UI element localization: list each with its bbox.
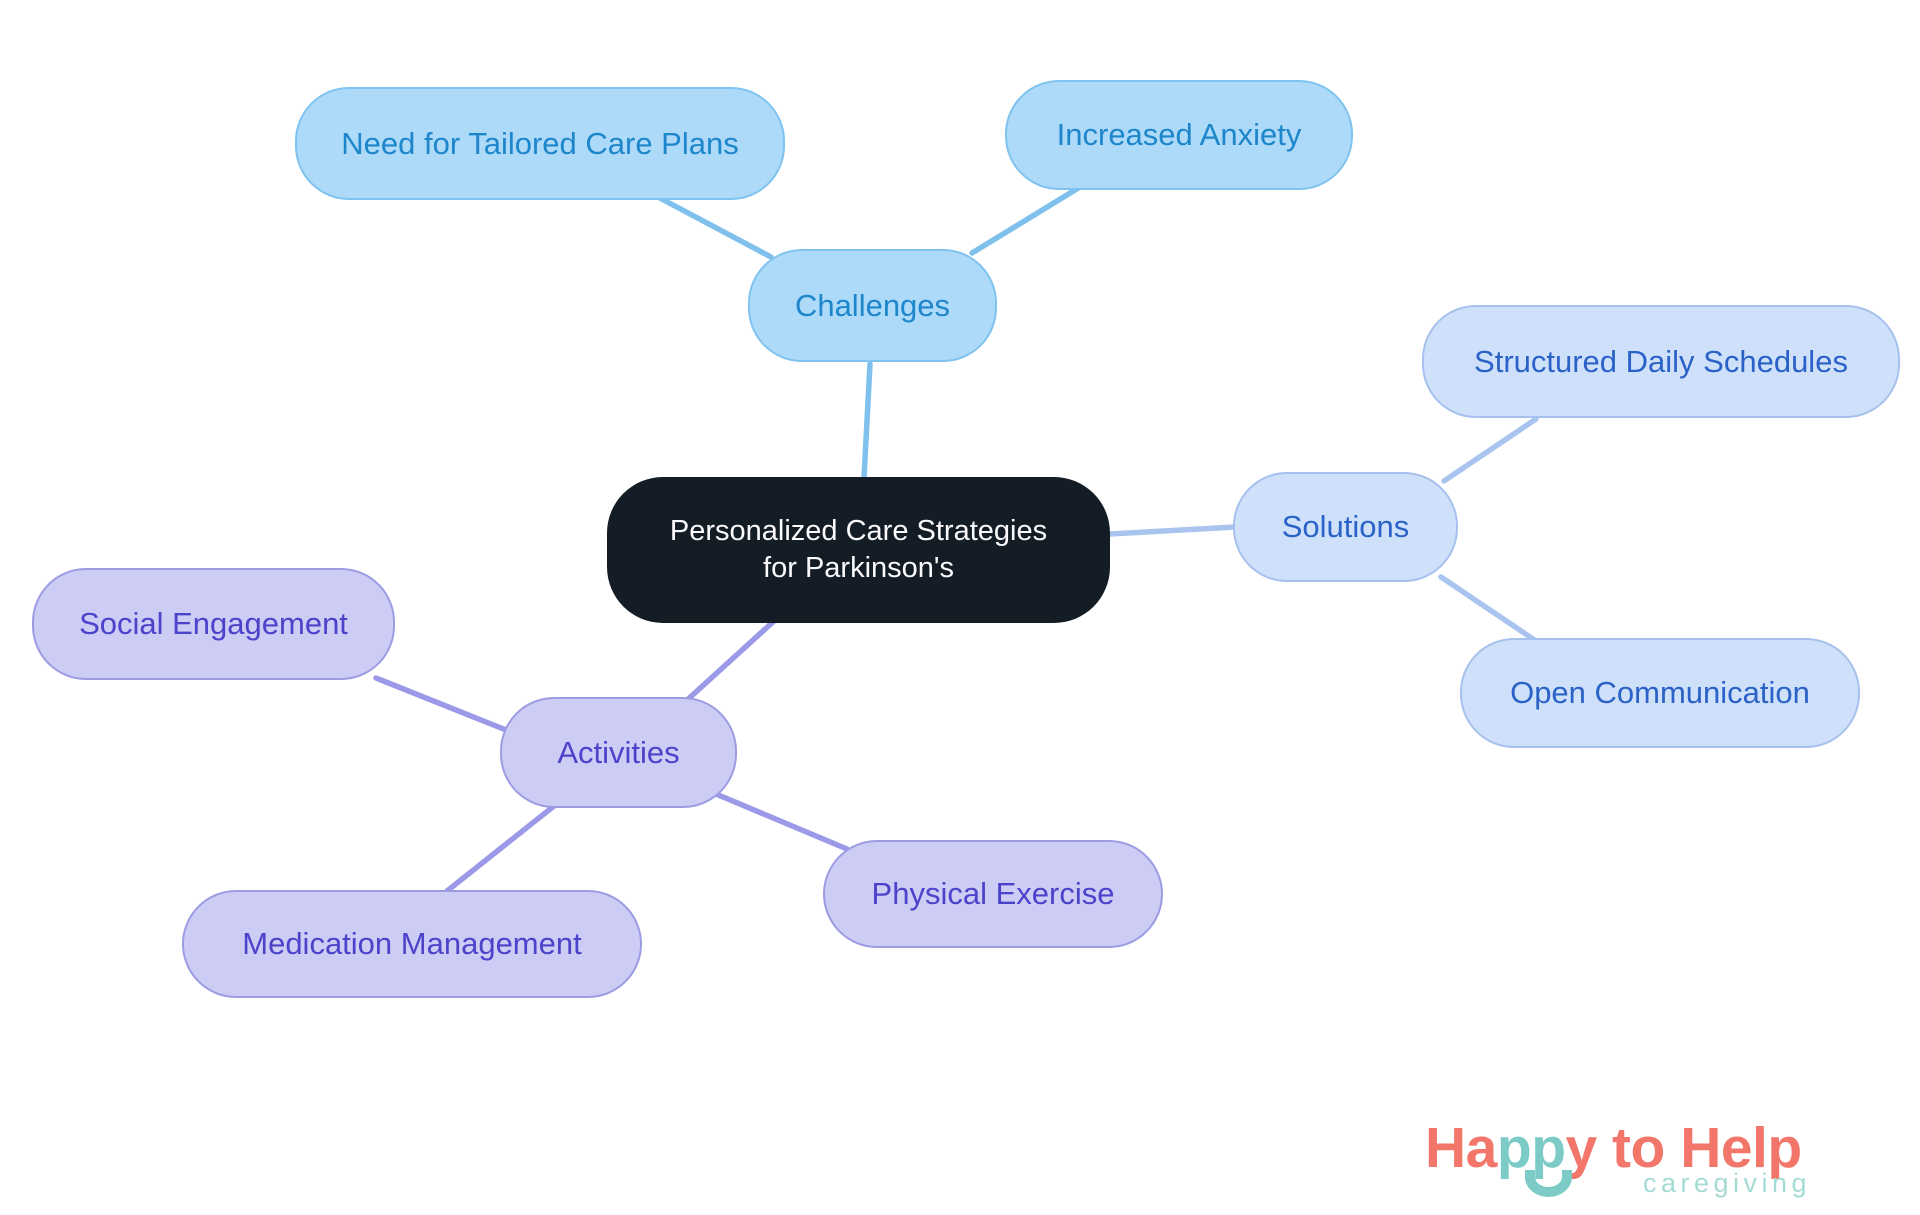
edge-challenges-need <box>655 194 774 260</box>
logo-wordmark: Happy to Help <box>1425 1120 1802 1177</box>
logo-tagline: caregiving <box>1643 1168 1812 1198</box>
node-social-label: Social Engagement <box>79 606 348 642</box>
node-physical-exercise: Physical Exercise <box>823 840 1163 948</box>
node-open-communication: Open Communication <box>1460 638 1860 748</box>
node-increased-anxiety: Increased Anxiety <box>1005 80 1353 190</box>
logo-segment-y-to-help: y to Help <box>1565 1116 1803 1180</box>
node-structured-daily-schedules: Structured Daily Schedules <box>1422 305 1900 418</box>
smile-icon <box>1525 1170 1572 1197</box>
node-activities: Activities <box>500 697 737 808</box>
happy-to-help-logo: Happy to Help caregiving <box>1425 1120 1895 1215</box>
edge-challenges-anxiety <box>969 184 1083 256</box>
edge-solutions-open <box>1438 574 1542 646</box>
edge-activities-social <box>373 675 509 733</box>
node-social-engagement: Social Engagement <box>32 568 395 680</box>
edge-center-solutions <box>1107 524 1238 537</box>
node-anxiety-label: Increased Anxiety <box>1056 117 1302 153</box>
node-activities-label: Activities <box>557 734 680 770</box>
node-challenges-label: Challenges <box>794 287 951 323</box>
node-challenges: Challenges <box>748 249 997 362</box>
edge-activities-physical <box>713 791 850 852</box>
logo-segment-ha: Ha <box>1425 1116 1497 1180</box>
edge-center-challenges <box>861 361 873 481</box>
edge-solutions-structured <box>1441 416 1539 484</box>
center-topic-line1: Personalized Care Strategies <box>669 515 1048 548</box>
logo-segment-pp: pp <box>1496 1116 1566 1180</box>
node-medication-management: Medication Management <box>182 890 642 998</box>
node-solutions-label: Solutions <box>1281 509 1410 545</box>
edge-activities-medication <box>444 803 557 894</box>
edge-center-activities <box>683 618 777 704</box>
node-structured-label: Structured Daily Schedules <box>1474 343 1848 379</box>
node-open-label: Open Communication <box>1510 675 1810 711</box>
node-medication-label: Medication Management <box>242 926 582 962</box>
node-need-tailored-care-plans: Need for Tailored Care Plans <box>295 87 785 200</box>
node-solutions: Solutions <box>1233 472 1458 582</box>
center-topic-line2: for Parkinson's <box>763 552 954 584</box>
node-physical-label: Physical Exercise <box>871 876 1115 912</box>
node-center-topic: Personalized Care Strategies for Parkins… <box>607 477 1110 623</box>
node-need-label: Need for Tailored Care Plans <box>341 125 739 161</box>
